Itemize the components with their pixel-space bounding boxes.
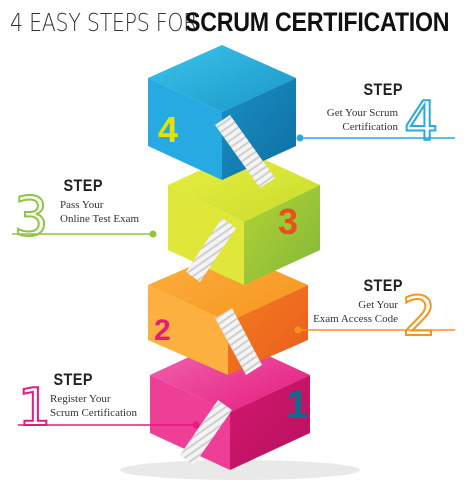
staircase-4 <box>215 115 275 188</box>
outline-number-2: 2 <box>402 285 436 348</box>
step-3-text: Pass Your Online Test Exam <box>60 198 139 226</box>
floor-shadow <box>120 460 360 480</box>
connector-3 <box>12 230 157 238</box>
page-title: 4 EASY STEPS FOR SCRUM CERTIFICATION <box>10 2 470 42</box>
title-light: 4 EASY STEPS FOR <box>10 8 198 37</box>
step-1-heading: STEP <box>53 370 93 389</box>
connector-1 <box>18 421 200 429</box>
step-1-line2: Scrum Certification <box>50 407 138 419</box>
step-2-heading: STEP <box>363 276 403 295</box>
step-3-heading: STEP <box>63 176 103 195</box>
connector-4 <box>296 134 455 142</box>
step-4-line2: Certification <box>342 121 398 133</box>
step-3-line1: Pass Your <box>60 199 104 211</box>
cube-number-2: 2 <box>154 314 171 347</box>
staircase-1 <box>180 400 232 465</box>
cube-number-3: 3 <box>278 201 298 242</box>
title-bold: SCRUM CERTIFICATION <box>185 7 450 37</box>
outline-number-4: 4 <box>404 90 438 153</box>
step-1-text: Register Your Scrum Certification <box>50 392 137 420</box>
step-1-line1: Register Your <box>50 393 111 405</box>
staircase-2 <box>215 308 262 375</box>
step-4-text: Get Your Scrum Certification <box>300 106 398 134</box>
cube-number-1: 1 <box>286 383 308 427</box>
step-2-text: Get Your Exam Access Code <box>300 298 398 326</box>
outline-number-3: 3 <box>14 185 48 248</box>
connector-2 <box>294 326 455 334</box>
step-2-line2: Exam Access Code <box>313 313 398 325</box>
staircase-3 <box>186 218 236 282</box>
step-3-line2: Online Test Exam <box>60 213 140 225</box>
cube-number-4: 4 <box>158 109 178 150</box>
outline-number-1: 1 <box>18 378 51 438</box>
step-4-line1: Get Your Scrum <box>326 107 398 119</box>
cube-step-4 <box>148 45 296 188</box>
step-2-line1: Get Your <box>358 299 398 311</box>
step-4-heading: STEP <box>363 80 403 99</box>
